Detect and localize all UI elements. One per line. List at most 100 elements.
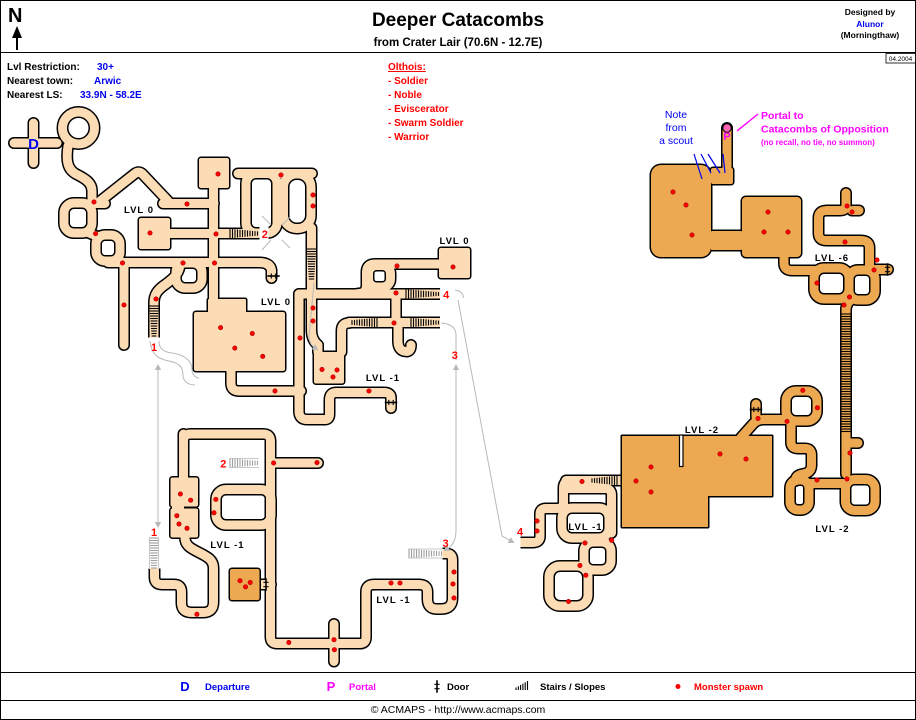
- corridor-x312-curl: [307, 289, 323, 357]
- monster-spawn-dot: [249, 330, 255, 336]
- designed-by-label: Designed by: [845, 7, 896, 17]
- monster-spawn-dot: [237, 578, 243, 584]
- corridor-roomb-s: [150, 533, 218, 617]
- monster-spawn-dot: [609, 537, 615, 543]
- ring-ring-a2: [544, 561, 593, 611]
- legend-stairs-icon: [515, 681, 529, 690]
- ring-loop-mid: [240, 167, 283, 239]
- ghost-connector-line: [281, 239, 291, 249]
- corridor-y323-elbow: [337, 318, 354, 357]
- monster-spawn-dot: [194, 611, 200, 617]
- monster-spawn-dot: [534, 528, 540, 534]
- stairs: [229, 228, 259, 239]
- monster-spawn-dot: [319, 366, 325, 372]
- monster-spawn-dot: [314, 460, 320, 466]
- legend-departure-label: Departure: [205, 682, 250, 693]
- monster-spawn-dot: [330, 374, 336, 380]
- ghost-arrowhead: [154, 522, 162, 528]
- ring-lvl6-ring-right: [844, 265, 880, 305]
- monster-spawn-dot: [310, 305, 316, 311]
- ghost-arrowhead: [452, 364, 460, 370]
- ring-oval-ring: [279, 169, 316, 233]
- door-icon: [434, 680, 440, 693]
- monster-spawn-dot: [579, 478, 585, 484]
- monster-spawn-dot: [393, 290, 399, 296]
- monster-spawn-dot: [582, 540, 588, 546]
- corridor-peak: [94, 167, 173, 207]
- monster-spawn-dot: [271, 460, 277, 466]
- monster-spawn-dot: [180, 260, 186, 266]
- legend-monster-label: Monster spawn: [694, 682, 763, 693]
- portal-pointer-line: [736, 113, 759, 132]
- monster-spawn-dot: [565, 598, 571, 604]
- level-label: LVL -1: [376, 595, 410, 606]
- ghost-arrowhead: [507, 537, 515, 543]
- lvl-restriction-value: 30+: [97, 62, 114, 73]
- monster-spawn-dot: [297, 335, 303, 341]
- ring-ring-d: [58, 107, 99, 149]
- stairs: [149, 305, 159, 337]
- monster-spawn-dot: [874, 257, 880, 263]
- level-label: LVL 0: [440, 236, 470, 247]
- monster-spawn-dot: [243, 584, 249, 590]
- room-room-small-lvlm1: [314, 352, 344, 384]
- open-corridor-end: [511, 534, 521, 551]
- monster-spawn-dot: [844, 476, 850, 482]
- door-icon: [263, 578, 269, 591]
- monster-spawn-dot: [800, 387, 806, 393]
- ring-ring-lvlm1: [557, 503, 614, 543]
- monster-spawn-dot: [785, 229, 791, 235]
- monster-spawn-dot: [784, 418, 790, 424]
- monster-spawn-dot: [761, 229, 767, 235]
- monster-spawn-dot: [633, 478, 639, 484]
- level-label: LVL -6: [815, 253, 849, 264]
- monster-spawn-dot: [176, 521, 182, 527]
- open-corridor-end: [433, 545, 443, 562]
- monster-spawn-dot: [814, 280, 820, 286]
- monster-spawn-dot: [847, 450, 853, 456]
- room-room-big-neck: [208, 299, 246, 313]
- monster-item: - Soldier: [388, 76, 428, 87]
- level-label: LVL 0: [261, 297, 291, 308]
- corridor-lvl6-s: [814, 201, 874, 275]
- stairs: [351, 317, 378, 328]
- monster-spawn-dot: [670, 189, 676, 195]
- stairs: [405, 289, 440, 299]
- corridor-hook-j: [393, 318, 416, 356]
- corridor-x365-route: [355, 549, 457, 648]
- monster-spawn-dot: [120, 260, 126, 266]
- door-icon: [884, 263, 891, 276]
- monster-spawn-dot: [871, 267, 877, 273]
- monster-spawn-dot: [286, 639, 292, 645]
- monster-spawn-dot: [583, 572, 589, 578]
- legend-monster-dot: [675, 684, 681, 689]
- monster-spawn-dot: [121, 302, 127, 308]
- monster-spawn-dot: [334, 367, 340, 373]
- monster-spawn-dot: [814, 477, 820, 483]
- portal-note-line3: (no recall, no tie, no summon): [761, 138, 875, 147]
- ghost-connector-line: [454, 289, 464, 299]
- map-title: Deeper Catacombs: [372, 10, 544, 31]
- corridor-big-loop: [179, 429, 275, 483]
- stairs-number-label: 1: [151, 342, 157, 354]
- monster-spawn-dot: [184, 525, 190, 531]
- monster-spawn-dot: [331, 637, 337, 643]
- level-label: LVL -1: [568, 522, 602, 533]
- compass-arrow-icon: [12, 26, 22, 50]
- monster-spawn-dot: [755, 415, 761, 421]
- monster-spawn-dot: [451, 595, 457, 601]
- stairs-number-label: 4: [517, 527, 524, 539]
- lvl-restriction-label: Lvl Restriction:: [7, 62, 80, 73]
- monster-spawn-dot: [717, 451, 723, 457]
- portal-marker: P: [723, 131, 730, 143]
- stairs-number-label: 4: [443, 290, 450, 302]
- stairs-number-label: 2: [220, 459, 226, 471]
- corridor-y488-loop: [561, 484, 616, 538]
- stairs-number-label: 3: [442, 538, 448, 550]
- room-room-lvl0e: [439, 248, 470, 278]
- open-corridor-end: [145, 337, 163, 347]
- monster-spawn-dot: [765, 209, 771, 215]
- open-corridor-end: [146, 559, 163, 569]
- ghost-stairs: [229, 457, 259, 469]
